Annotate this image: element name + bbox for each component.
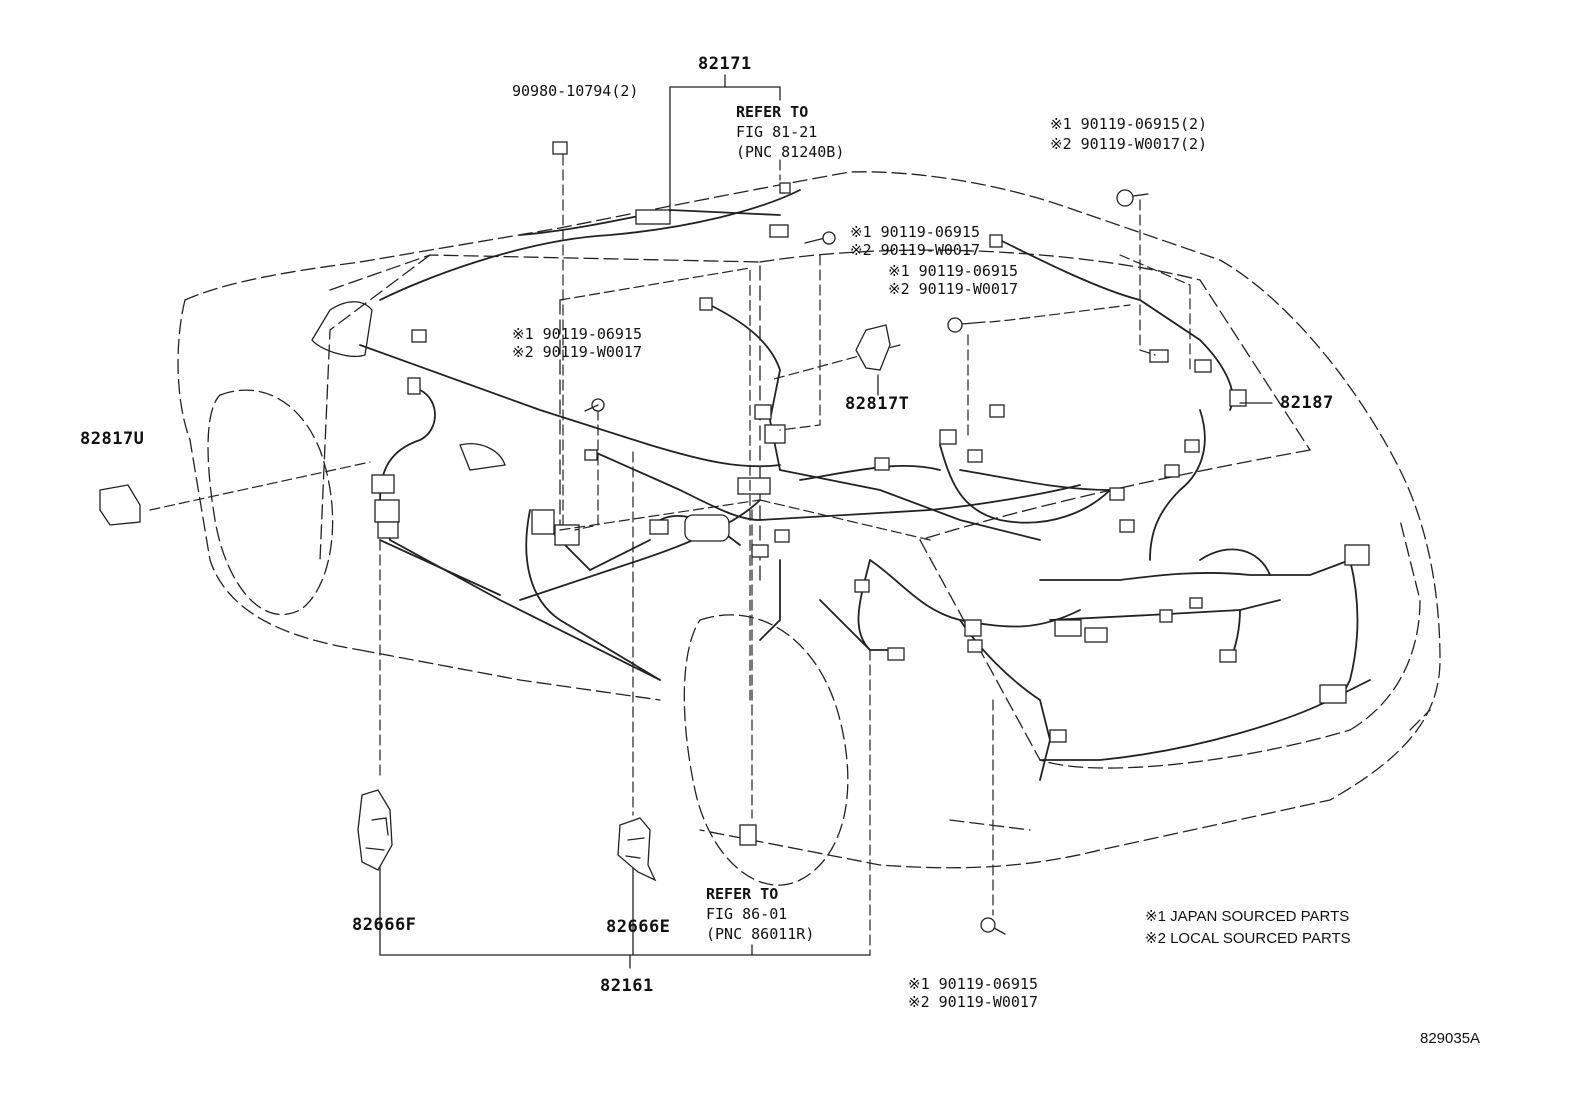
connector <box>774 529 790 543</box>
connector <box>1109 487 1125 501</box>
bracket-82817U <box>99 484 141 526</box>
connectors <box>371 182 1370 743</box>
connector <box>854 579 870 593</box>
connector <box>1054 619 1082 637</box>
connector <box>939 429 957 445</box>
door-handle <box>459 443 506 471</box>
note-local-sourced: ※2 LOCAL SOURCED PARTS <box>1145 930 1351 947</box>
connector <box>779 182 791 194</box>
bolt-icon <box>947 317 986 333</box>
refer-pnc-label: (PNC 81240B) <box>736 143 845 161</box>
leader-lines <box>149 154 1191 956</box>
connector <box>411 329 427 343</box>
bolt-label-japan: ※1 90119-06915(2) <box>1050 115 1208 133</box>
connector <box>1049 729 1067 743</box>
connector <box>769 224 789 238</box>
connector <box>967 639 983 653</box>
connector <box>989 234 1003 248</box>
bolt-icon <box>804 231 836 245</box>
clip-icon <box>552 141 568 155</box>
part-number-90980: 90980-10794(2) <box>512 82 639 100</box>
connector <box>1164 464 1180 478</box>
connector <box>1194 359 1212 373</box>
connector <box>887 647 905 661</box>
connector <box>964 619 982 637</box>
connector <box>1159 609 1173 623</box>
connector <box>377 521 399 539</box>
connector <box>754 404 772 420</box>
connector <box>1229 389 1247 407</box>
connector <box>764 424 786 444</box>
refer-fig-label: FIG 81-21 <box>736 123 818 141</box>
figure-id: 829035A <box>1420 1030 1481 1047</box>
bolt-label-local: ※2 90119-W0017 <box>850 241 980 259</box>
connector <box>371 474 395 494</box>
connector <box>1149 349 1169 363</box>
mirror-outline <box>311 301 373 357</box>
car-body-outline <box>177 171 1441 886</box>
connector <box>874 457 890 471</box>
bolt-icon <box>584 398 605 412</box>
callout-brackets <box>379 74 1273 969</box>
connector <box>1184 439 1200 453</box>
connector <box>649 519 669 535</box>
bolt-label-japan: ※1 90119-06915 <box>512 325 642 343</box>
bracket-82817T <box>855 324 891 371</box>
connector <box>531 509 555 535</box>
refer-fig-label: FIG 86-01 <box>706 905 788 923</box>
refer-pnc-label: (PNC 86011R) <box>706 925 815 943</box>
connector <box>699 297 713 311</box>
connector <box>407 377 421 395</box>
module-icon <box>739 824 757 846</box>
refer-to-label: REFER TO <box>736 103 809 121</box>
note-japan-sourced: ※1 JAPAN SOURCED PARTS <box>1145 908 1350 925</box>
bolt-label-local: ※2 90119-W0017 <box>888 280 1018 298</box>
bolt-label-japan: ※1 90119-06915 <box>908 975 1038 993</box>
part-number-82817U: 82817U <box>80 429 145 449</box>
connector <box>737 477 771 495</box>
wire-harness <box>359 189 1371 781</box>
bolt-icon <box>980 917 1006 935</box>
connector <box>1189 597 1203 609</box>
clamp-82666E <box>617 817 657 882</box>
bolt-label-local: ※2 90119-W0017(2) <box>1050 135 1208 153</box>
part-number-82666E: 82666E <box>606 917 671 937</box>
bolt-label-local: ※2 90119-W0017 <box>908 993 1038 1011</box>
connector <box>1219 649 1237 663</box>
connector <box>751 544 769 558</box>
connector <box>684 514 730 542</box>
bolts <box>552 141 1149 935</box>
refer-to-label: REFER TO <box>706 885 779 903</box>
bolt-icon <box>1116 189 1149 207</box>
part-shapes <box>99 324 891 882</box>
connector <box>1084 627 1108 643</box>
connector <box>1344 544 1370 566</box>
bolt-label-japan: ※1 90119-06915 <box>888 262 1018 280</box>
part-number-82161: 82161 <box>600 976 654 996</box>
connector <box>967 449 983 463</box>
connector <box>989 404 1005 418</box>
part-number-82666F: 82666F <box>352 915 417 935</box>
connector <box>1319 684 1347 704</box>
connector <box>584 449 598 461</box>
connector <box>1119 519 1135 533</box>
connector <box>374 499 400 523</box>
part-number-82817T: 82817T <box>845 394 910 414</box>
part-number-82171: 82171 <box>698 54 752 74</box>
bolt-label-local: ※2 90119-W0017 <box>512 343 642 361</box>
part-number-82187: 82187 <box>1280 393 1334 413</box>
bolt-label-japan: ※1 90119-06915 <box>850 223 980 241</box>
connector <box>635 209 671 225</box>
